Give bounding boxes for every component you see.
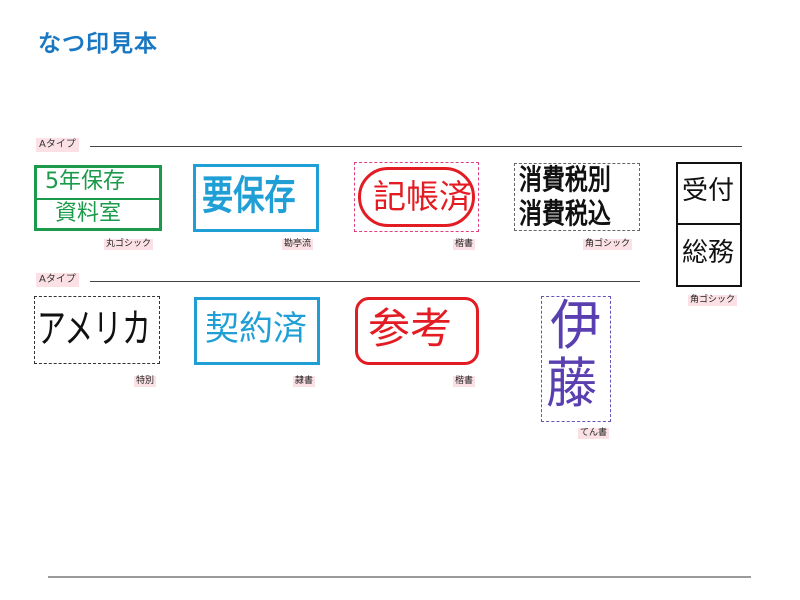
stamp-text: 伊 [550,294,602,357]
stamp-text: 資料室 [55,201,122,226]
section-rule-2 [90,281,640,282]
stamp-yoho: 要保存 [193,164,319,232]
stamp-caption: 勘亭流 [282,239,314,250]
stamp-kicho: 記帳済 [358,167,475,227]
stamp-uke: 受付 総務 [676,162,742,287]
stamp-text: 消費税込 [519,197,611,230]
stamp-caption: 隷書 [293,376,316,387]
stamp-caption: 角ゴシック [583,239,633,250]
stamp-caption: 特別 [134,376,157,387]
stamp-amerika: アメリカ [34,296,160,364]
stamp-zei: 消費税別 消費税込 [514,163,640,231]
stamp-text: 総務 [682,238,735,268]
stamp-text: 記帳済 [373,177,472,216]
stamp-divider [37,198,159,200]
stamp-text: 契約済 [205,309,307,349]
stamp-sanko: 参考 [355,297,479,365]
stamp-kicho-frame [354,162,479,232]
stamp-caption: 楷書 [453,376,476,387]
stamp-caption: 丸ゴシック [104,239,154,250]
stamp-text: 要保存 [202,172,296,219]
page-title: なつ印見本 [38,31,158,57]
stamp-caption: 角ゴシック [688,295,738,306]
stamp-text: 藤 [546,352,598,415]
section-label-2: Aタイプ [36,273,79,287]
stamp-caption: てん書 [578,428,610,439]
section-rule-1 [90,146,742,147]
stamp-text: 参考 [368,304,453,353]
stamp-text: 消費税別 [519,163,611,196]
stamp-hozon: 5年保存 資料室 [34,165,162,231]
stamp-text: アメリカ [37,306,151,352]
stamp-text: 受付 [682,176,735,206]
stamp-kei: 契約済 [194,297,320,365]
stamp-text: 5年保存 [45,169,125,194]
footer-divider [48,576,751,578]
stamp-divider [678,223,740,225]
section-label-1: Aタイプ [36,138,79,152]
stamp-ito: 伊 藤 [541,296,611,422]
stamp-caption: 楷書 [453,239,476,250]
